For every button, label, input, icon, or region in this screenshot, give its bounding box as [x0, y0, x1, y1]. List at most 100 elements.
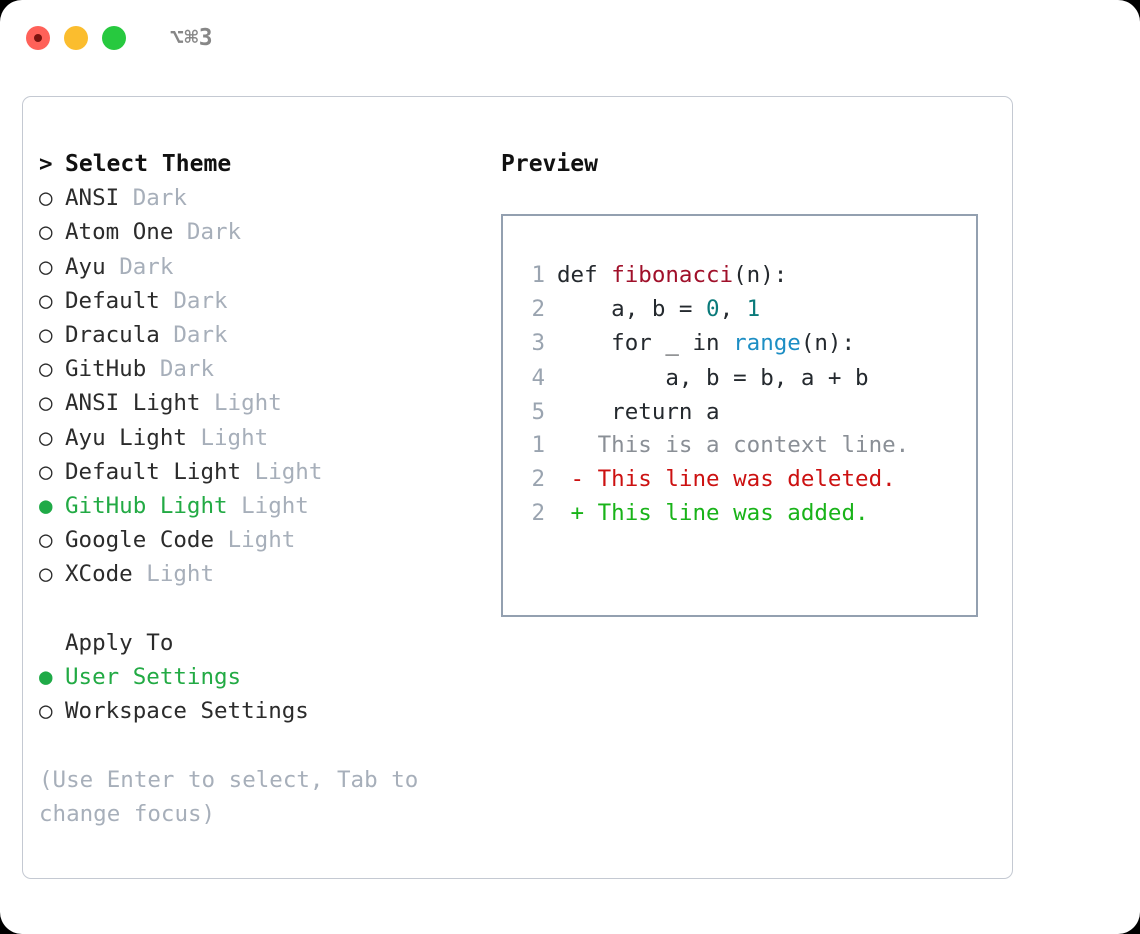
code-token-fn: fibonacci: [611, 262, 734, 288]
spacer: [133, 557, 147, 591]
radio-unselected-icon: ○: [39, 424, 53, 451]
theme-variant-tag: Light: [146, 561, 215, 588]
theme-variant-tag: Light: [214, 390, 282, 417]
line-number: 2: [531, 296, 545, 323]
close-button[interactable]: [26, 26, 50, 50]
theme-variant-tag: Light: [227, 527, 296, 554]
radio-unselected-icon: ○: [39, 322, 53, 349]
apply-to-list: ●User Settings ○ Workspace Settings: [39, 660, 469, 728]
spacer: [173, 215, 187, 249]
diff-text: This line was deleted.: [597, 466, 896, 493]
theme-name: XCode: [65, 561, 133, 588]
prompt-marker-icon: >: [39, 151, 53, 177]
radio-unselected-icon: ○: [39, 527, 53, 554]
theme-name: Ayu: [65, 253, 106, 280]
apply-to-label: Workspace Settings: [65, 698, 309, 725]
theme-item-default-light[interactable]: ○ Default Light Light: [39, 455, 469, 489]
minimize-button[interactable]: [64, 26, 88, 50]
code-token-plain: return a: [557, 398, 720, 425]
spacer: [146, 352, 160, 386]
theme-item-xcode[interactable]: ○ XCode Light: [39, 557, 469, 591]
content-panel: > Select Theme ○ANSI Dark○Atom One Dark○…: [22, 96, 1013, 879]
theme-name: GitHub Light: [65, 493, 228, 520]
spacer: [106, 250, 120, 284]
theme-selector-column: > Select Theme ○ANSI Dark○Atom One Dark○…: [39, 147, 469, 832]
theme-variant-tag: Dark: [173, 322, 228, 349]
spacer: [187, 421, 201, 455]
line-number: 3: [531, 330, 545, 357]
theme-item-ayu[interactable]: ○ Ayu Dark: [39, 250, 469, 284]
theme-name: ANSI: [65, 185, 120, 212]
theme-item-ansi-light[interactable]: ○ANSI Light Light: [39, 386, 469, 420]
radio-unselected-icon: ○: [39, 219, 53, 246]
theme-variant-tag: Light: [200, 424, 269, 451]
code-line: 2 a, b = 0, 1: [521, 292, 869, 326]
code-token-plain: ,: [719, 296, 747, 323]
theme-variant-tag: Light: [254, 458, 323, 485]
diff-text: This line was added.: [597, 500, 869, 527]
theme-name: Default: [65, 287, 160, 314]
theme-name: Dracula: [65, 322, 160, 349]
theme-list: ○ANSI Dark○Atom One Dark○Ayu Dark○Defaul…: [39, 181, 469, 591]
theme-name: Atom One: [65, 219, 174, 246]
window-controls: [26, 26, 126, 50]
apply-to-option-user-settings[interactable]: ●User Settings: [39, 660, 469, 694]
theme-variant-tag: Dark: [132, 185, 187, 212]
theme-item-ayu-light[interactable]: ○ Ayu Light Light: [39, 421, 469, 455]
radio-unselected-icon: ○: [39, 287, 53, 314]
theme-item-default[interactable]: ○ Default Dark: [39, 284, 469, 318]
theme-variant-tag: Dark: [173, 287, 228, 314]
line-number: 4: [531, 364, 545, 391]
diff-line: 1 This is a context line.: [521, 428, 909, 462]
code-token-plain: (n):: [800, 330, 856, 357]
hint-spacer: [39, 728, 469, 761]
spacer: [241, 455, 255, 489]
preview-title: Preview: [501, 151, 598, 177]
line-number: 5: [531, 398, 545, 425]
theme-name: Default Light: [65, 458, 242, 485]
section-spacer: [39, 592, 469, 626]
theme-name: GitHub: [65, 356, 147, 383]
radio-unselected-icon: ○: [39, 698, 53, 725]
diff-sample: 1 This is a context line.2 - This line w…: [521, 428, 909, 531]
theme-item-google-code[interactable]: ○Google Code Light: [39, 523, 469, 557]
theme-item-atom-one[interactable]: ○Atom One Dark: [39, 215, 469, 249]
diff-line: 2 - This line was deleted.: [521, 462, 909, 496]
maximize-button[interactable]: [102, 26, 126, 50]
theme-item-ansi[interactable]: ○ANSI Dark: [39, 181, 469, 215]
code-token-num: 1: [746, 296, 761, 323]
diff-text: This is a context line.: [597, 432, 910, 458]
diff-line-number: 1: [531, 432, 545, 458]
code-token-plain: def: [557, 262, 612, 288]
theme-item-dracula[interactable]: ○ Dracula Dark: [39, 318, 469, 352]
diff-line-number: 2: [531, 466, 545, 493]
radio-unselected-icon: ○: [39, 390, 53, 417]
radio-unselected-icon: ○: [39, 561, 53, 588]
code-token-plain: a, b = b, a + b: [557, 364, 869, 391]
radio-unselected-icon: ○: [39, 458, 53, 485]
spacer: [200, 386, 214, 420]
theme-variant-tag: Dark: [119, 253, 174, 280]
apply-to-label: User Settings: [65, 663, 242, 690]
code-token-plain: a, b =: [557, 296, 707, 323]
code-token-kw: range: [733, 330, 801, 357]
apply-to-option-workspace-settings[interactable]: ○ Workspace Settings: [39, 694, 469, 728]
theme-item-github-light[interactable]: ●GitHub Light Light: [39, 489, 469, 523]
theme-name: Ayu Light: [65, 424, 187, 451]
radio-selected-icon: ●: [39, 493, 53, 520]
keyboard-shortcut-label: ⌥⌘3: [170, 25, 214, 51]
keyboard-hint-text: (Use Enter to select, Tab to change focu…: [39, 767, 419, 828]
title-bar: ⌥⌘3: [0, 0, 1140, 78]
diff-marker: -: [557, 466, 598, 493]
code-line: 5 return a: [521, 395, 869, 429]
select-theme-header: > Select Theme: [39, 147, 469, 181]
radio-unselected-icon: ○: [39, 253, 53, 280]
code-token-plain: for _ in: [557, 330, 734, 357]
spacer: [119, 181, 133, 215]
theme-item-github[interactable]: ○GitHub Dark: [39, 352, 469, 386]
code-line: 3 for _ in range(n):: [521, 326, 869, 360]
